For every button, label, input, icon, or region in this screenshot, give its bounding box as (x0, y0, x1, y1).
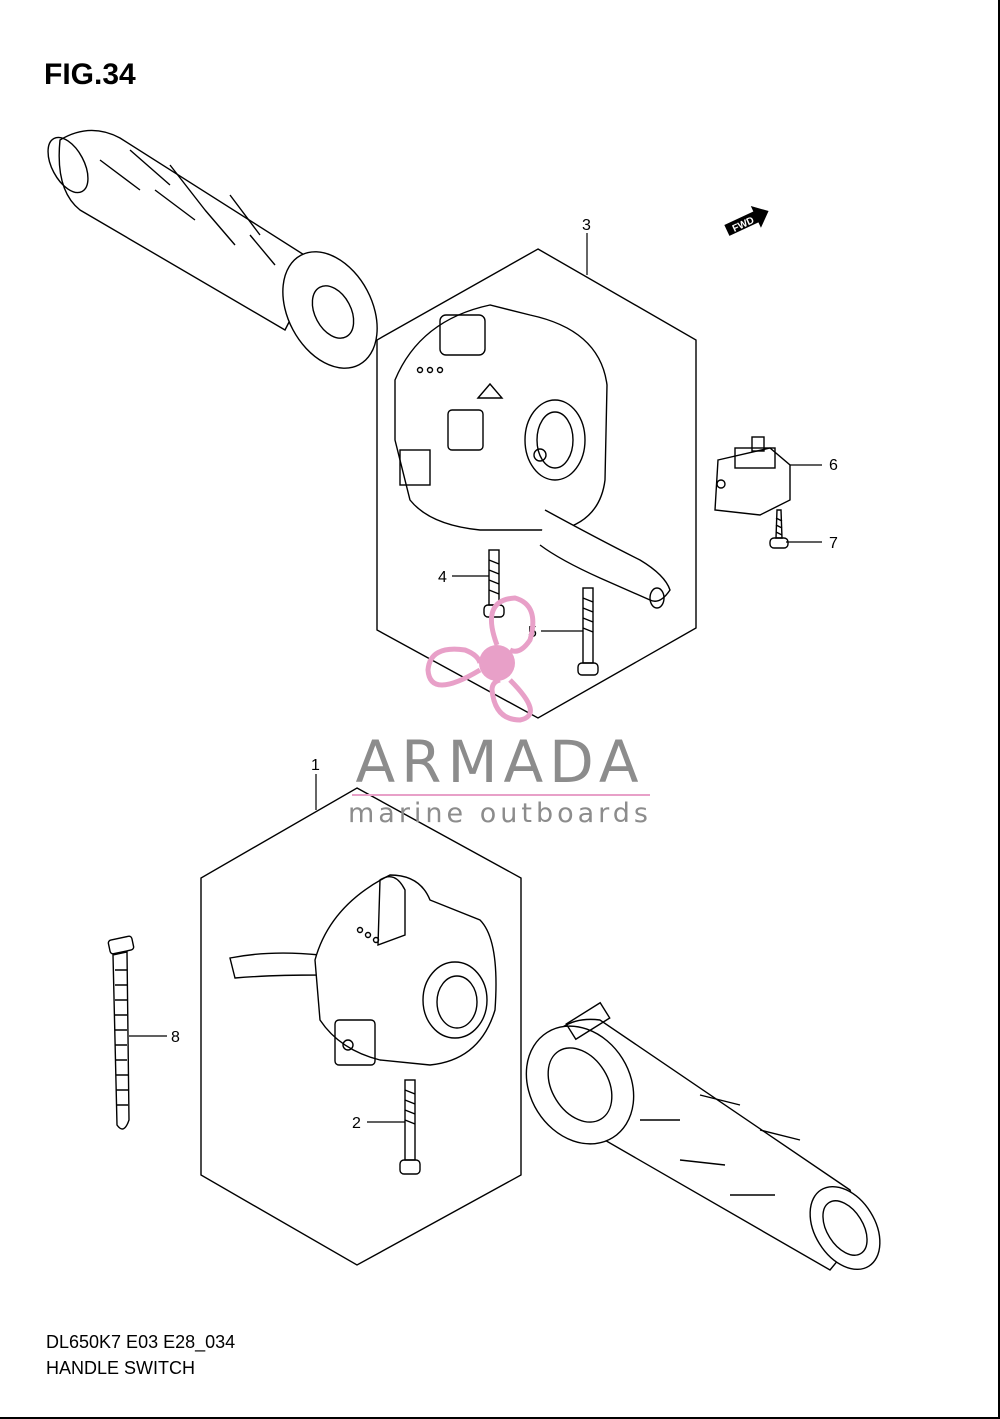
upper-switch-housing-illustration (394, 304, 671, 609)
forward-direction-arrow: FWD (724, 206, 769, 236)
left-grip-illustration (47, 129, 378, 369)
armada-logo-icon (425, 595, 536, 723)
tie-strap-8-illustration (107, 935, 135, 1130)
lower-switch-housing-illustration (229, 874, 497, 1066)
screw-2-illustration (399, 1079, 421, 1175)
forward-badge-label: FWD (731, 215, 756, 235)
callout-4: 4 (438, 569, 447, 586)
callout-8: 8 (171, 1029, 180, 1046)
upper-assembly-frame (376, 248, 697, 719)
figure-title: FIG.34 (44, 58, 136, 91)
figure-name: HANDLE SWITCH (46, 1358, 196, 1378)
callout-3: 3 (582, 217, 591, 234)
callout-6: 6 (829, 457, 838, 474)
leader-lines (129, 233, 822, 1123)
callout-1: 1 (311, 757, 320, 774)
callout-7: 7 (829, 535, 838, 552)
figure-code: DL650K7 E03 E28_034 (46, 1332, 236, 1352)
switch-6-illustration (714, 436, 791, 516)
screw-7-illustration (769, 509, 789, 549)
callout-2: 2 (352, 1115, 361, 1132)
right-grip-illustration (525, 1001, 881, 1271)
lower-assembly-frame (200, 787, 522, 1266)
screw-5-illustration (577, 587, 599, 676)
